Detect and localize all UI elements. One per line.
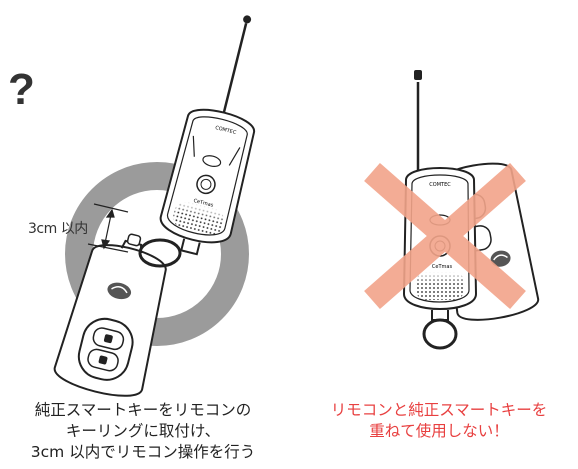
brand-text: COMTEC [214,125,237,136]
range-ring [65,162,249,346]
key-ring [138,238,182,268]
left-caption: 純正スマートキーをリモコンの キーリングに取付け、 3cm 以内でリモコン操作を… [30,401,256,461]
distance-label: 3cm 以内 [28,221,88,237]
smart-key [53,233,167,397]
prohibited-cross [364,162,526,310]
question-mark: ? [8,65,35,114]
remote-left: COMTEC CeTmas [159,15,255,256]
svg-text:COMTEC: COMTEC [429,182,451,188]
svg-text:CeTmas: CeTmas [432,264,453,270]
svg-text:CeTmas: CeTmas [193,198,214,209]
right-caption: リモコンと純正スマートキーを 重ねて使用しない！ [330,401,548,440]
distance-dimension [87,203,129,253]
